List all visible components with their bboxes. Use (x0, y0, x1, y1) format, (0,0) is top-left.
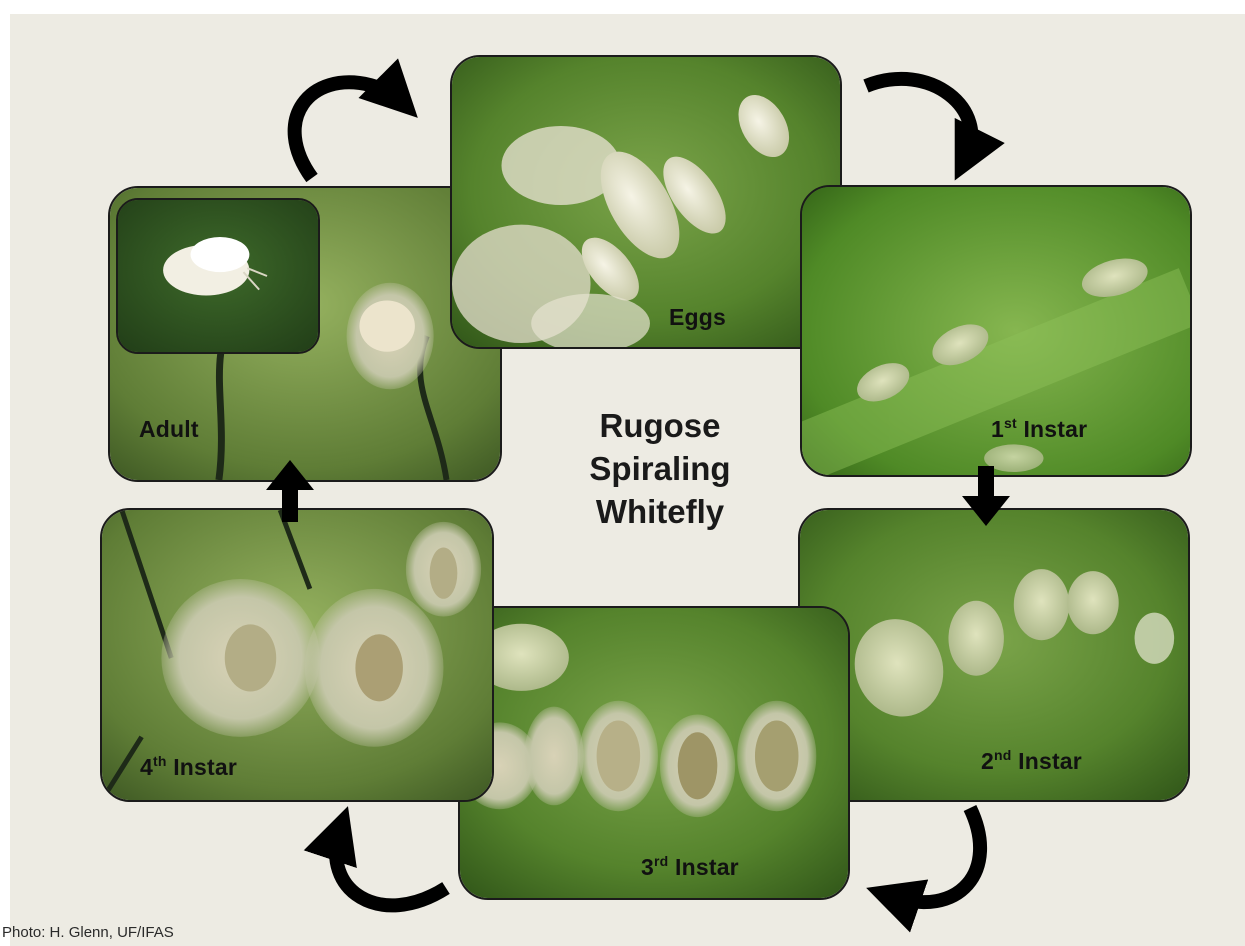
second-instar-suffix: nd (994, 747, 1012, 763)
title-line-1: Rugose (560, 404, 760, 447)
first-instar-suffix: st (1004, 415, 1017, 431)
fourth-instar-number: 4 (140, 754, 153, 780)
third-instar-word: Instar (675, 854, 739, 880)
fourth-instar-suffix: th (153, 753, 167, 769)
first-instar-word: Instar (1023, 416, 1087, 442)
first-instar-number: 1 (991, 416, 1004, 442)
photo-credit: Photo: H. Glenn, UF/IFAS (2, 924, 174, 941)
second-instar-label: 2nd Instar (981, 748, 1082, 775)
eggs-label: Eggs (669, 304, 726, 331)
title-line-3: Whitefly (560, 490, 760, 533)
second-instar-word: Instar (1018, 748, 1082, 774)
title-line-2: Spiraling (560, 447, 760, 490)
third-instar-number: 3 (641, 854, 654, 880)
fourth-instar-word: Instar (173, 754, 237, 780)
adult-label: Adult (139, 416, 199, 443)
adult-inset-photo (116, 198, 320, 354)
diagram-title: Rugose Spiraling Whitefly (560, 404, 760, 533)
second-instar-number: 2 (981, 748, 994, 774)
eggs-photo (450, 55, 842, 349)
first-instar-label: 1st Instar (991, 416, 1087, 443)
third-instar-suffix: rd (654, 853, 668, 869)
fourth-instar-label: 4th Instar (140, 754, 237, 781)
third-instar-label: 3rd Instar (641, 854, 739, 881)
